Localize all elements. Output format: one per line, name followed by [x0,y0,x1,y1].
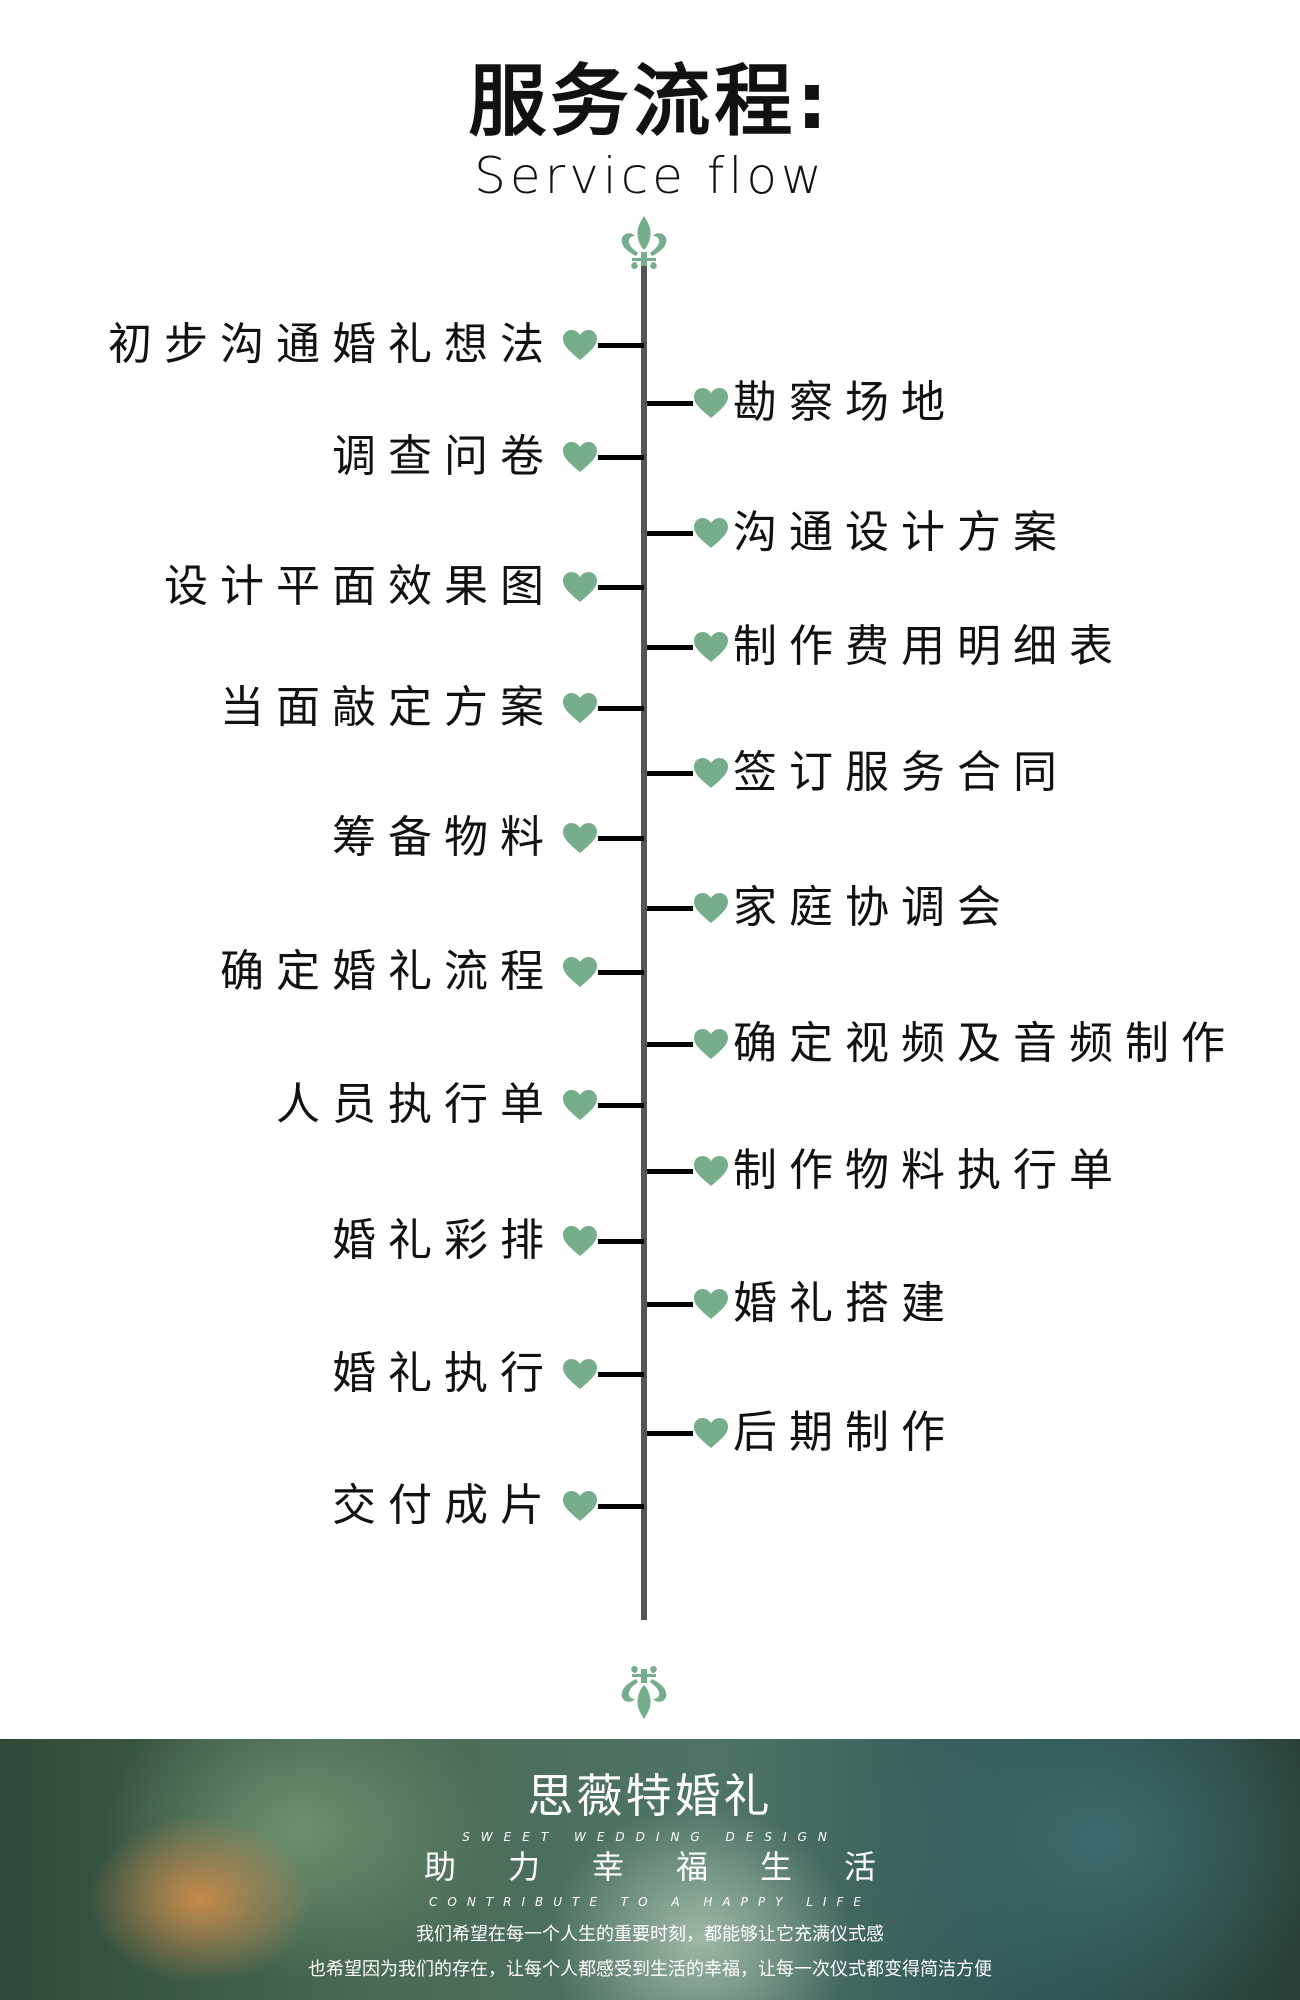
flow-step: 当面敲定方案 [220,683,644,733]
heart-icon [562,1225,598,1257]
step-connector [647,644,693,650]
step-connector [598,835,644,841]
step-connector [647,1301,693,1307]
step-connector [598,1371,644,1377]
heart-icon [693,387,729,419]
step-connector [598,342,644,348]
step-connector [598,1238,644,1244]
step-label: 当面敲定方案 [220,682,556,733]
fleur-de-lis-icon [621,216,667,270]
mission-line-1: 我们希望在每一个人生的重要时刻，都能够让它充满仪式感 [416,1924,884,1945]
heart-icon [693,1417,729,1449]
step-connector [647,905,693,911]
step-connector [647,1430,693,1436]
step-label: 家庭协调会 [733,882,1013,933]
step-label: 筹备物料 [332,812,556,863]
mission-line-2: 也希望因为我们的存在，让每个人都感受到生活的幸福，让每一次仪式都变得简洁方便 [308,1959,992,1980]
step-label: 制作费用明细表 [733,621,1125,672]
flow-step: 勘察场地 [647,378,957,428]
flow-step: 后期制作 [647,1408,957,1458]
flow-step: 婚礼搭建 [647,1279,957,1329]
flow-step: 调查问卷 [332,432,644,482]
step-connector [647,770,693,776]
flow-step: 家庭协调会 [647,883,1013,933]
heart-icon [693,1155,729,1187]
step-label: 确定视频及音频制作 [733,1018,1237,1069]
fleur-de-lis-icon [621,1665,667,1719]
step-label: 设计平面效果图 [164,561,556,612]
step-connector [598,969,644,975]
step-label: 制作物料执行单 [733,1145,1125,1196]
flow-step: 人员执行单 [276,1080,644,1130]
flow-step: 婚礼执行 [332,1349,644,1399]
step-label: 沟通设计方案 [733,507,1069,558]
heart-icon [562,1358,598,1390]
step-label: 交付成片 [332,1480,556,1531]
step-connector [598,454,644,460]
step-label: 婚礼搭建 [733,1278,957,1329]
step-label: 签订服务合同 [733,747,1069,798]
step-label: 确定婚礼流程 [220,946,556,997]
step-connector [647,400,693,406]
flow-step: 设计平面效果图 [164,562,644,612]
timeline-line [641,262,647,1620]
step-label: 婚礼执行 [332,1348,556,1399]
heart-icon [693,631,729,663]
flow-step: 初步沟通婚礼想法 [108,320,644,370]
page-title: 服务流程: [468,57,832,147]
step-label: 初步沟通婚礼想法 [108,319,556,370]
page-subtitle: Service flow [474,147,826,205]
brand-english: SWEET WEDDING DESIGN [462,1830,838,1844]
heart-icon [562,692,598,724]
step-connector [598,705,644,711]
heart-icon [693,1288,729,1320]
heart-icon [562,956,598,988]
flow-step: 筹备物料 [332,813,644,863]
heart-icon [562,329,598,361]
step-connector [647,530,693,536]
heart-icon [693,757,729,789]
flow-step: 确定婚礼流程 [220,947,644,997]
step-connector [647,1168,693,1174]
slogan: 助力幸福生活 [423,1848,928,1886]
heart-icon [693,517,729,549]
flow-step: 签订服务合同 [647,748,1069,798]
heart-icon [693,892,729,924]
step-label: 婚礼彩排 [332,1215,556,1266]
step-label: 调查问卷 [332,431,556,482]
flow-step: 交付成片 [332,1481,644,1531]
slogan-english: CONTRIBUTE TO A HAPPY LIFE [429,1895,871,1909]
flow-step: 婚礼彩排 [332,1216,644,1266]
flow-step: 制作物料执行单 [647,1146,1125,1196]
brand-name: 思薇特婚礼 [527,1769,773,1823]
step-connector [598,584,644,590]
flow-step: 确定视频及音频制作 [647,1019,1237,1069]
step-connector [598,1503,644,1509]
flow-step: 沟通设计方案 [647,508,1069,558]
heart-icon [562,571,598,603]
heart-icon [562,1089,598,1121]
step-connector [598,1102,644,1108]
heart-icon [562,1490,598,1522]
step-connector [647,1041,693,1047]
step-label: 后期制作 [733,1407,957,1458]
flow-step: 制作费用明细表 [647,622,1125,672]
heart-icon [562,822,598,854]
heart-icon [562,441,598,473]
step-label: 勘察场地 [733,377,957,428]
heart-icon [693,1028,729,1060]
footer-banner: 思薇特婚礼 SWEET WEDDING DESIGN 助力幸福生活 CONTRI… [0,1739,1300,2000]
step-label: 人员执行单 [276,1079,556,1130]
